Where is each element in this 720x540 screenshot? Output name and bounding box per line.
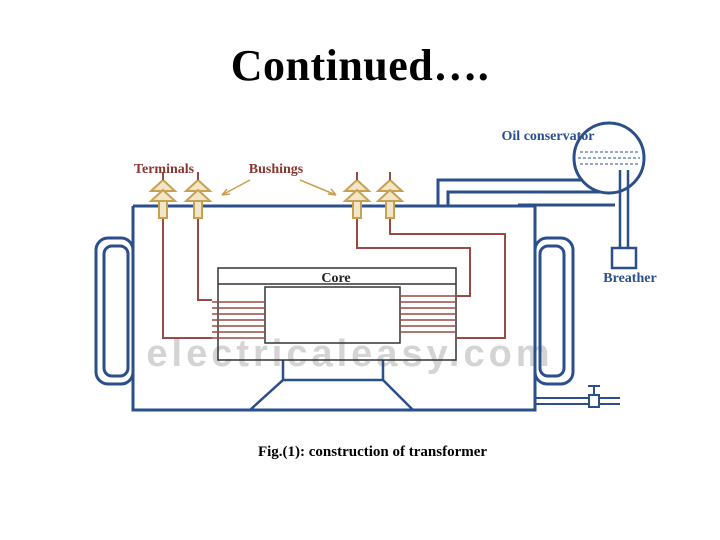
core-base-support <box>249 360 414 411</box>
bushing-1 <box>148 178 178 219</box>
right-radiator <box>533 236 575 386</box>
terminals <box>162 172 391 180</box>
figure-caption: Fig.(1): construction of transformer <box>257 444 488 460</box>
slide-title: Continued…. <box>230 41 490 90</box>
bushing-2 <box>183 178 213 219</box>
watermark-text: electricaleasy.com <box>146 333 553 375</box>
bushing-4 <box>375 178 405 219</box>
breather-pipe <box>618 170 630 248</box>
bushings-label: Bushings <box>249 162 304 177</box>
right-winding <box>400 295 455 333</box>
oil-conservator <box>572 121 646 195</box>
left-winding <box>212 301 265 339</box>
bushing-3 <box>342 178 372 219</box>
drain-valve <box>535 385 620 408</box>
left-radiator <box>94 236 135 386</box>
core-label: Core <box>321 271 350 286</box>
oil-conservator-label: Oil conservator <box>502 129 595 144</box>
breather <box>610 246 638 270</box>
winding-leads <box>162 218 506 339</box>
breather-label: Breather <box>603 271 656 286</box>
terminals-label: Terminals <box>134 162 195 177</box>
bushings-pointer-arrows <box>221 179 337 196</box>
